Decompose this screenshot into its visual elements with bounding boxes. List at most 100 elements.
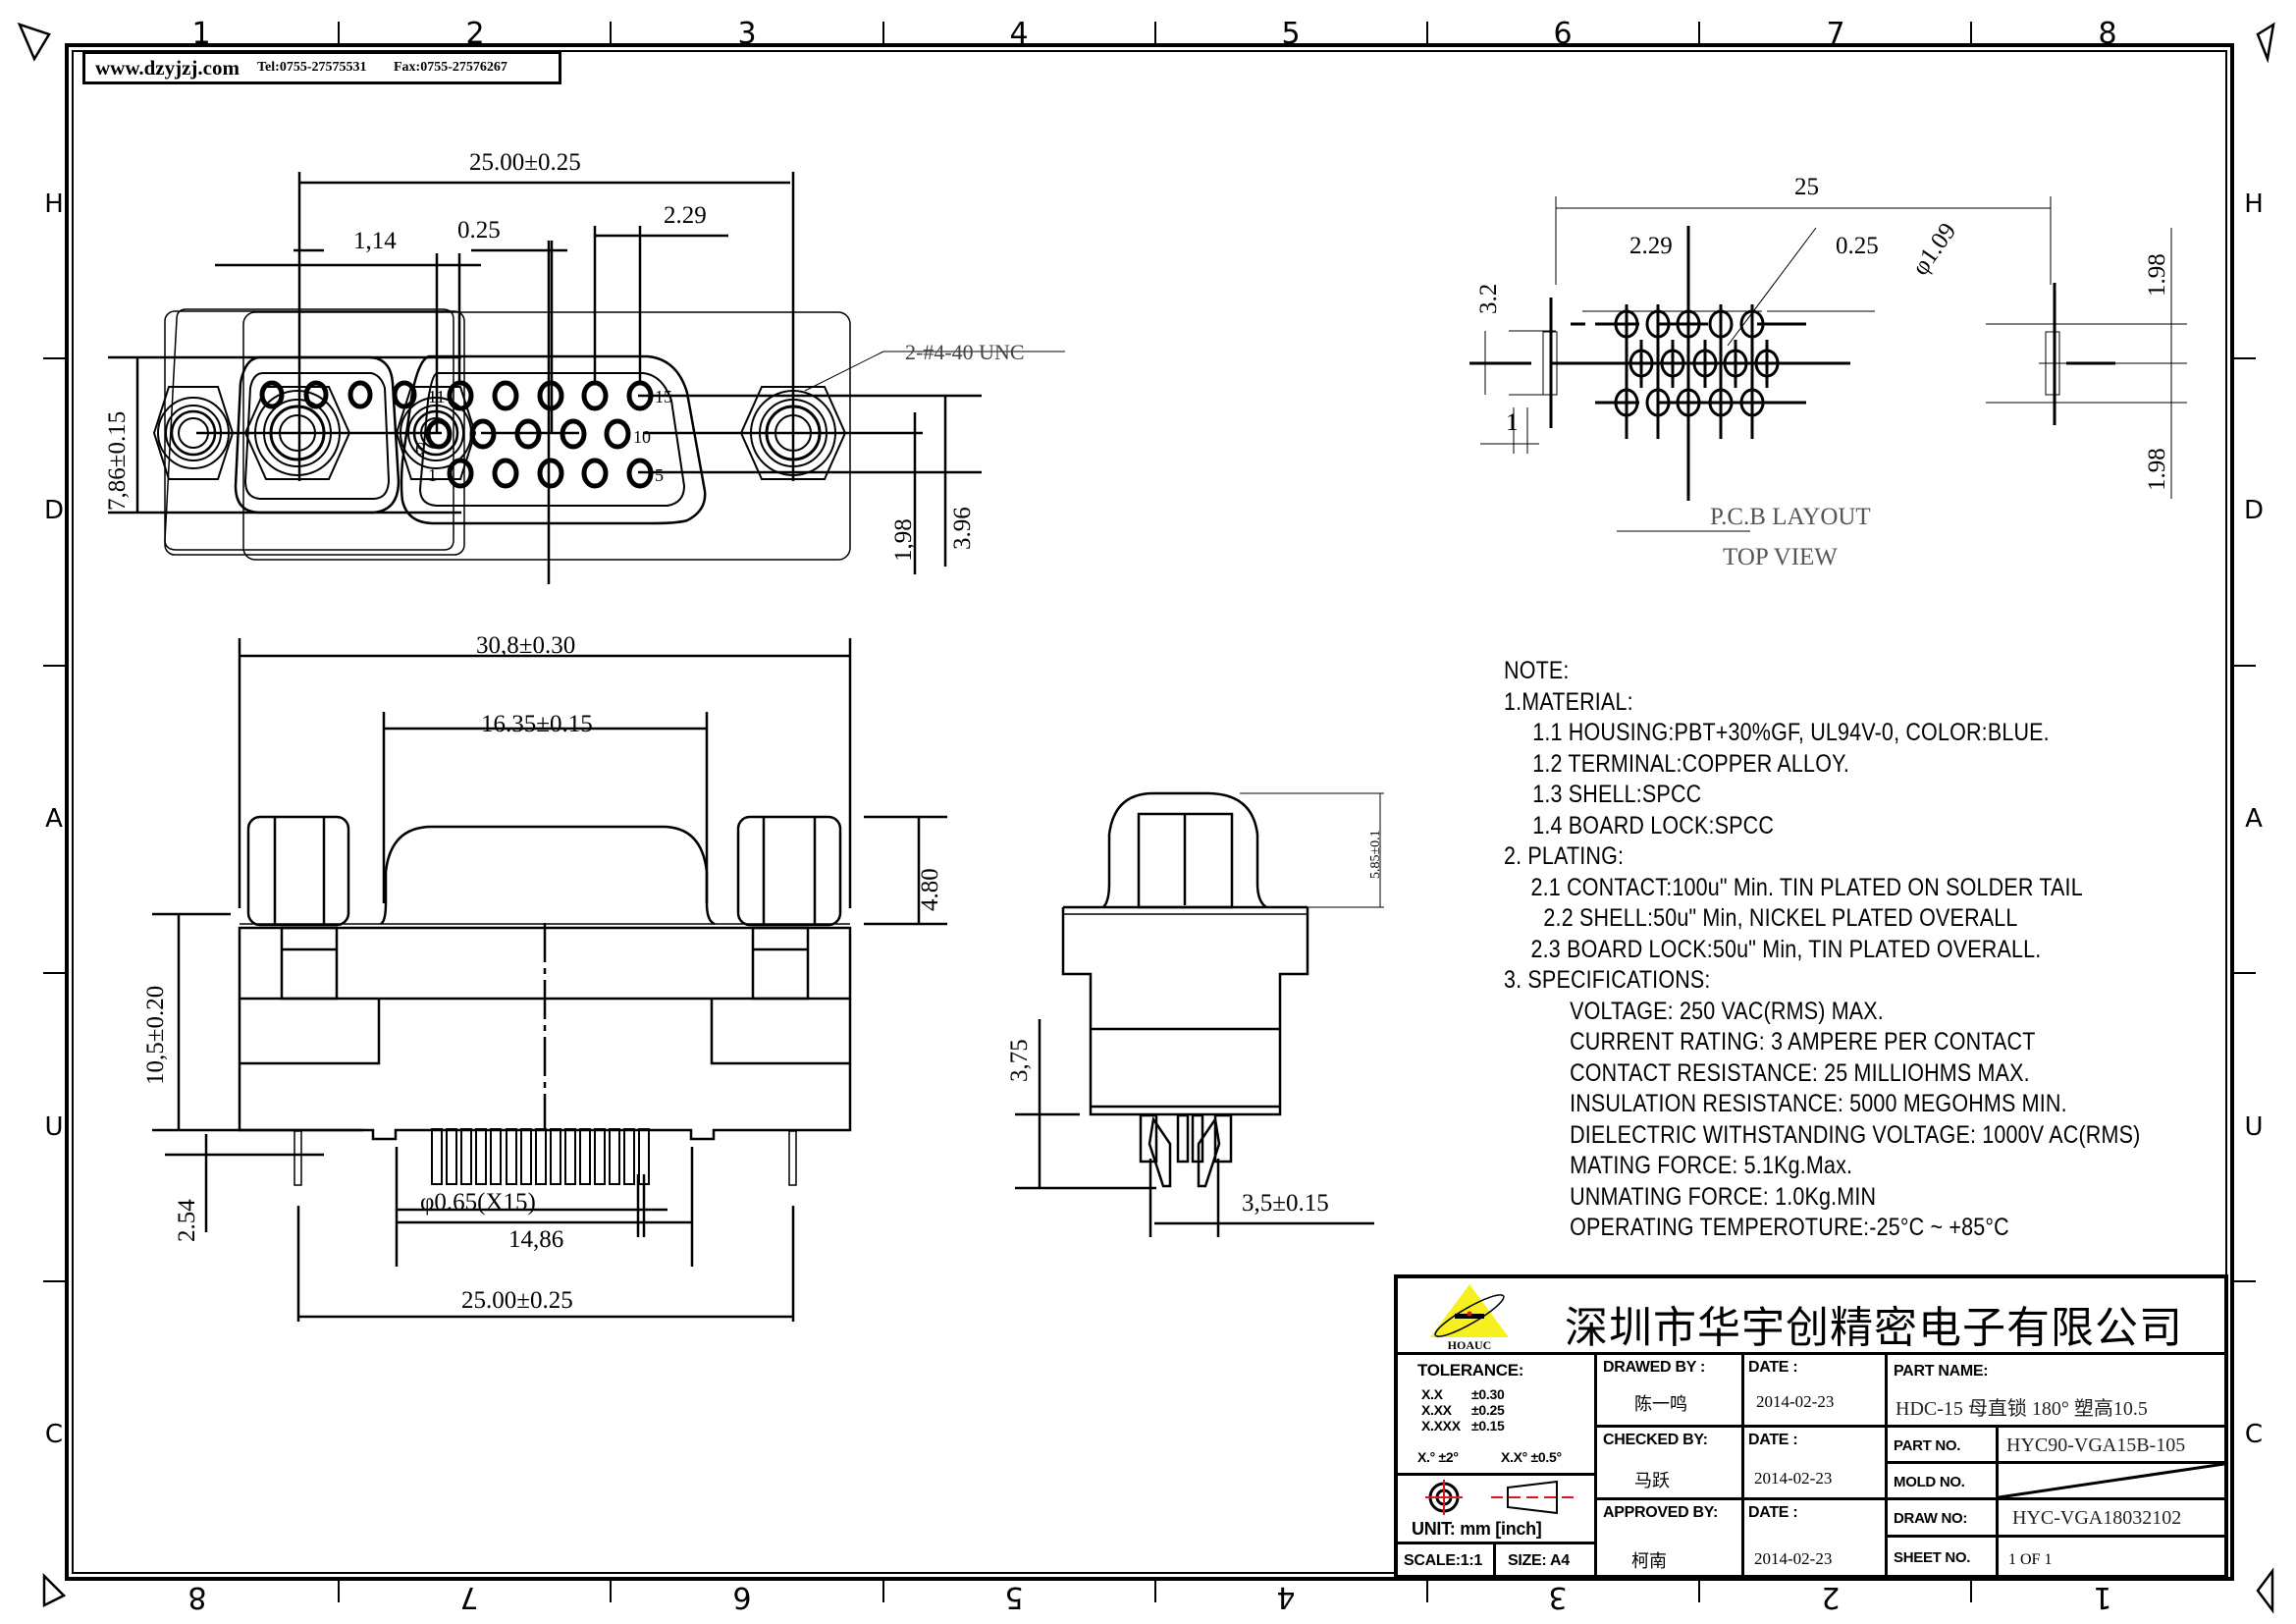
notes-section-heading: 3. SPECIFICATIONS: — [1504, 966, 1711, 994]
svg-text:1: 1 — [1506, 409, 1519, 436]
drawing-number: HYC-VGA18032102 — [2012, 1507, 2182, 1529]
svg-text:HOAUC: HOAUC — [1448, 1338, 1492, 1351]
solder-tails — [431, 1128, 650, 1185]
ruler-number: 6 — [1553, 17, 1573, 51]
ruler-letter: D — [43, 496, 65, 525]
sheet-no-label-cell: SHEET NO. — [1888, 1538, 1999, 1579]
svg-text:16.35±0.15: 16.35±0.15 — [481, 711, 593, 737]
approver-name: 柯南 — [1631, 1551, 1667, 1572]
note-item: 1.3 SHELL:SPCC — [1532, 781, 1702, 808]
projection-cell: UNIT: mm [inch] — [1398, 1476, 1597, 1544]
date-cell-3: DATE : 2014-02-23 — [1744, 1500, 1888, 1579]
svg-text:25: 25 — [1794, 174, 1819, 200]
tolerance-label: TOLERANCE: — [1417, 1361, 1524, 1380]
note-item: 2.1 CONTACT:100u" Min. TIN PLATED ON SOL… — [1530, 873, 2083, 901]
ruler-number: 8 — [2098, 17, 2117, 51]
scale-cell: SCALE:1:1 — [1398, 1544, 1496, 1579]
vga-pin-holes — [425, 380, 654, 489]
svg-text:3.2: 3.2 — [1475, 284, 1502, 314]
unit-label: UNIT: mm [inch] — [1412, 1519, 1542, 1539]
svg-text:15: 15 — [655, 387, 672, 406]
notes-title: NOTE: — [1504, 657, 1570, 684]
draw-no-cell: HYC-VGA18032102 — [1999, 1500, 2224, 1538]
title-block: HOAUC 深圳市华宇创精密电子有限公司 TOLERANCE: X.X ±0.3… — [1394, 1274, 2228, 1579]
spec-item: VOLTAGE: 250 VAC(RMS) MAX. — [1570, 997, 1884, 1025]
ruler-number: 1 — [191, 17, 211, 51]
part-no-cell: HYC90-VGA15B-105 — [1999, 1428, 2224, 1464]
svg-text:11: 11 — [428, 387, 445, 406]
ruler-letter: C — [2244, 1420, 2264, 1449]
ruler-letter: A — [2245, 804, 2263, 834]
company-name: 深圳市华宇创精密电子有限公司 — [1565, 1303, 2183, 1353]
empty-cell-slash — [1999, 1464, 2224, 1497]
svg-text:2.29: 2.29 — [1629, 233, 1673, 259]
draw-no-label-cell: DRAW NO: — [1888, 1500, 1999, 1538]
ruler-number: 3 — [737, 17, 757, 51]
part-number: HYC90-VGA15B-105 — [2006, 1435, 2186, 1456]
tolerance-cell: TOLERANCE: X.X ±0.30 X.XX ±0.25 X.XXX ±0… — [1398, 1355, 1597, 1476]
ruler-number: 5 — [1281, 17, 1301, 51]
spec-item: OPERATING TEMPEROTURE:-25°C ~ +85°C — [1570, 1214, 2009, 1241]
mold-no-label-cell: MOLD NO. — [1888, 1464, 1999, 1500]
svg-text:3,75: 3,75 — [1006, 1039, 1033, 1082]
part-name-cell: PART NAME: HDC-15 母直锁 180° 塑高10.5 — [1888, 1355, 2224, 1428]
svg-text:30,8±0.30: 30,8±0.30 — [476, 632, 575, 659]
note-item: 1.1 HOUSING:PBT+30%GF, UL94V-0, COLOR:BL… — [1532, 719, 2050, 746]
spec-item: DIELECTRIC WITHSTANDING VOLTAGE: 1000V A… — [1570, 1120, 2141, 1149]
note-item: 2.2 SHELL:50u" Min, NICKEL PLATED OVERAL… — [1543, 904, 2018, 932]
spec-item: MATING FORCE: 5.1Kg.Max. — [1570, 1152, 1853, 1179]
supplier-header: www.dzyjzj.com Tel:0755-27575531 Fax:075… — [82, 51, 561, 84]
note-item: 1.4 BOARD LOCK:SPCC — [1532, 811, 1775, 839]
spec-item: UNMATING FORCE: 1.0Kg.MIN — [1570, 1182, 1877, 1211]
company-logo-icon: HOAUC — [1430, 1284, 1509, 1351]
ruler-number: 7 — [1826, 17, 1845, 51]
svg-text:0.25: 0.25 — [457, 217, 501, 244]
notes-block: NOTE: 1.MATERIAL: 1.1 HOUSING:PBT+30%GF,… — [1504, 656, 2140, 1244]
ruler-letter: A — [45, 804, 63, 834]
svg-text:14,86: 14,86 — [508, 1226, 563, 1253]
drawed-by-cell: DRAWED BY : 陈一鸣 — [1597, 1355, 1744, 1428]
spec-item: CURRENT RATING: 3 AMPERE PER CONTACT — [1570, 1028, 2036, 1056]
dim-front-width: 25.00±0.25 — [469, 149, 581, 176]
date-cell-2: DATE : 2014-02-23 — [1744, 1428, 1888, 1500]
pcb-layout-subtitle: TOP VIEW — [1723, 544, 1838, 570]
svg-text:5.85±0.1: 5.85±0.1 — [1368, 830, 1383, 879]
ruler-letter: C — [44, 1420, 64, 1449]
svg-text:5: 5 — [655, 465, 664, 485]
fax-number: Fax:0755-27576267 — [394, 60, 507, 75]
size-cell: SIZE: A4 — [1496, 1544, 1597, 1579]
svg-text:2.29: 2.29 — [664, 202, 707, 229]
svg-text:2.54: 2.54 — [174, 1199, 200, 1242]
svg-text:1,14: 1,14 — [353, 228, 397, 254]
date-cell-1: DATE : 2014-02-23 — [1744, 1355, 1888, 1428]
ruler-letter: U — [2244, 1112, 2264, 1142]
part-no-label-cell: PART NO. — [1888, 1428, 1999, 1464]
phone-number: Tel:0755-27575531 — [257, 60, 367, 75]
sheet-no-cell: 1 OF 1 — [1999, 1538, 2224, 1579]
svg-text:1.98: 1.98 — [2144, 448, 2170, 491]
svg-text:10: 10 — [633, 427, 651, 447]
part-name: HDC-15 母直锁 180° 塑高10.5 — [1896, 1398, 2148, 1420]
svg-text:3,5±0.15: 3,5±0.15 — [1242, 1190, 1329, 1217]
note-item: 2.3 BOARD LOCK:50u" Min, TIN PLATED OVER… — [1530, 935, 2042, 963]
ruler-number: 4 — [1009, 17, 1029, 51]
svg-text:2-#4-40 UNC: 2-#4-40 UNC — [905, 340, 1025, 364]
pcb-holes — [1614, 309, 1780, 417]
ruler-letter: H — [44, 189, 64, 219]
svg-text:3.96: 3.96 — [949, 507, 976, 550]
notes-section-heading: 2. PLATING: — [1504, 842, 1625, 870]
note-item: 1.2 TERMINAL:COPPER ALLOY. — [1532, 749, 1849, 778]
sheet-number: 1 OF 1 — [2008, 1551, 2053, 1568]
svg-text:4.80: 4.80 — [917, 868, 943, 911]
website-link[interactable]: www.dzyjzj.com — [95, 56, 240, 80]
svg-text:φ1.09: φ1.09 — [1907, 218, 1961, 280]
svg-text:7,86±0.15: 7,86±0.15 — [104, 411, 131, 511]
svg-text:10,5±0.20: 10,5±0.20 — [142, 986, 169, 1085]
spec-item: INSULATION RESISTANCE: 5000 MEGOHMS MIN. — [1570, 1090, 2067, 1117]
mold-no-cell — [1999, 1464, 2224, 1500]
company-row: HOAUC 深圳市华宇创精密电子有限公司 — [1398, 1278, 2224, 1355]
ruler-letter: H — [2244, 189, 2264, 219]
drawer-name: 陈一鸣 — [1634, 1394, 1687, 1415]
